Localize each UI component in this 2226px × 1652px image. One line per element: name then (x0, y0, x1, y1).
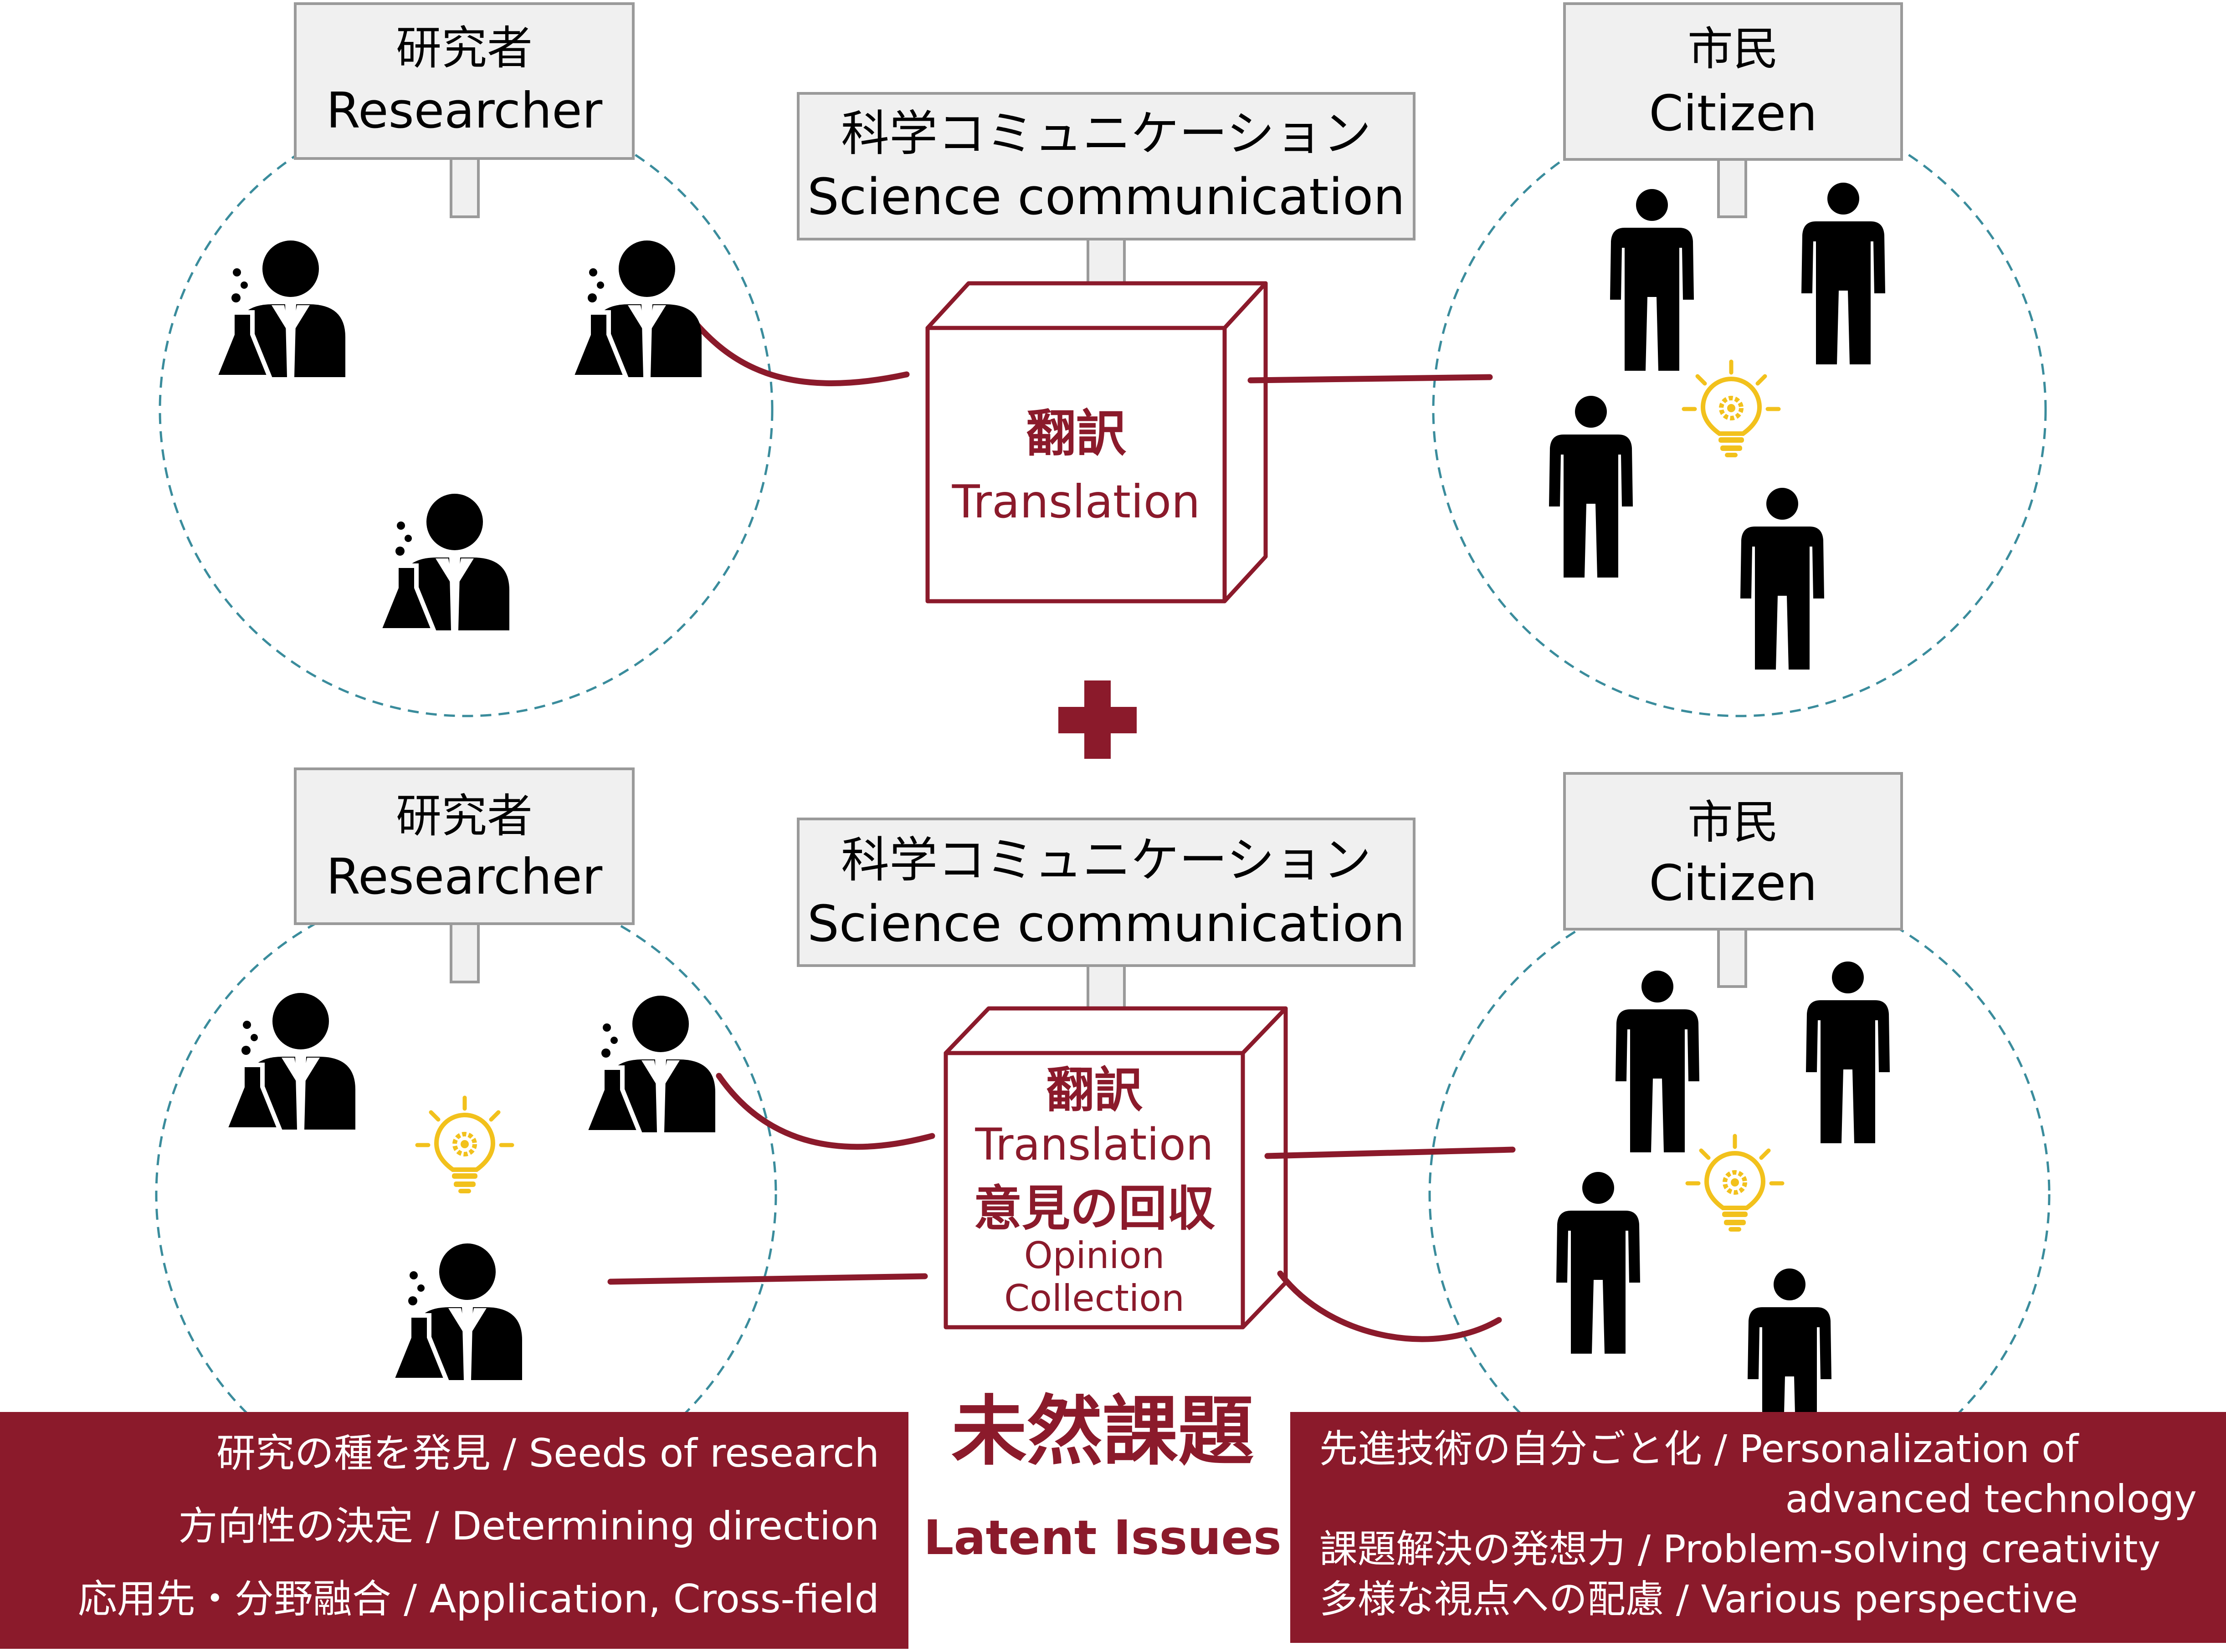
lightbulb-gear-icon (417, 1098, 512, 1193)
scientist-icon (225, 993, 355, 1130)
person-icon (1549, 396, 1633, 578)
latent-issues-en: Latent Issues (923, 1510, 1282, 1565)
arrow-citizen-to-opinion-bottom (1277, 1270, 1502, 1342)
arrow-researcher-to-translation-bottom (716, 1073, 935, 1150)
citizen-label-ja: 市民 (1687, 22, 1779, 76)
left-banner-line-2: 方向性の決定 / Determining direction (178, 1504, 879, 1549)
right-banner-line-3: 課題解決の発想力 / Problem-solving creativity (1319, 1527, 2160, 1571)
opinion-box-bottom-en-1: Opinion (1024, 1234, 1165, 1277)
researcher-label-bottom-en: Researcher (326, 849, 603, 905)
arrow-researcher-to-translation-top (686, 312, 910, 386)
researcher-label-bottom: 研究者 Researcher (294, 767, 635, 983)
person-icon (1556, 1172, 1640, 1354)
opinion-box-bottom-en-2: Collection (1004, 1277, 1185, 1320)
sci-comm-label-ja: 科学コミュニケーション (841, 106, 1371, 162)
right-banner-line-1: 先進技術の自分ごと化 / Personalization of (1319, 1427, 2080, 1471)
researcher-label-ja: 研究者 (396, 21, 533, 75)
opinion-box-bottom-ja: 意見の回収 (974, 1181, 1215, 1237)
arrow-translation-to-citizen-bottom (1264, 1146, 1516, 1159)
right-banner (1290, 1412, 2226, 1643)
translation-box-top-en: Translation (952, 475, 1200, 528)
sci-comm-label-bottom-ja: 科学コミュニケーション (841, 832, 1371, 888)
scientist-icon (585, 996, 715, 1132)
sci-comm-label-top: 科学コミュニケーション Science communication (797, 92, 1416, 297)
sci-comm-label-en: Science communication (807, 168, 1405, 226)
left-banner-line-1: 研究の種を発見 / Seeds of research (216, 1431, 879, 1476)
researcher-label-bottom-ja: 研究者 (396, 789, 533, 843)
person-icon (1616, 971, 1699, 1152)
sci-comm-label-bottom-en: Science communication (807, 895, 1405, 953)
left-banner-line-3: 応用先・分野融合 / Application, Cross-field (78, 1576, 879, 1622)
scientist-icon (379, 494, 509, 630)
scientist-icon (215, 240, 345, 377)
researcher-label-top: 研究者 Researcher (294, 2, 635, 218)
citizen-label-bottom-en: Citizen (1649, 855, 1817, 912)
right-banner-line-4: 多様な視点への配慮 / Various perspective (1319, 1577, 2078, 1621)
left-banner (0, 1412, 908, 1649)
citizen-label-bottom-ja: 市民 (1687, 796, 1779, 849)
lightbulb-gear-icon (1687, 1136, 1782, 1232)
scientist-icon (392, 1243, 522, 1380)
citizen-label-en: Citizen (1649, 85, 1817, 142)
researcher-label-en: Researcher (326, 82, 603, 139)
latent-issues-ja: 未然課題 (951, 1388, 1254, 1476)
lightbulb-gear-icon (1684, 362, 1779, 457)
person-icon (1801, 183, 1885, 364)
sci-comm-label-bottom: 科学コミュニケーション Science communication (797, 818, 1416, 1021)
citizen-label-bottom: 市民 Citizen (1563, 772, 1903, 988)
right-banner-line-2: advanced technology (1785, 1477, 2197, 1521)
translation-box-top (925, 281, 1268, 604)
scientist-icon (571, 240, 702, 377)
plus-sign (1058, 680, 1137, 759)
person-icon (1806, 962, 1890, 1143)
translation-box-bottom-ja: 翻訳 (1046, 1062, 1143, 1118)
person-icon (1740, 488, 1824, 670)
person-icon (1610, 189, 1694, 371)
translation-opinion-box-bottom (944, 1006, 1288, 1330)
arrow-translation-to-researcher-bottom (607, 1273, 928, 1285)
arrow-translation-to-citizen-top (1247, 374, 1493, 384)
citizen-label-top: 市民 Citizen (1563, 2, 1903, 218)
translation-box-bottom-en: Translation (975, 1119, 1213, 1170)
translation-box-top-ja: 翻訳 (1026, 404, 1127, 463)
